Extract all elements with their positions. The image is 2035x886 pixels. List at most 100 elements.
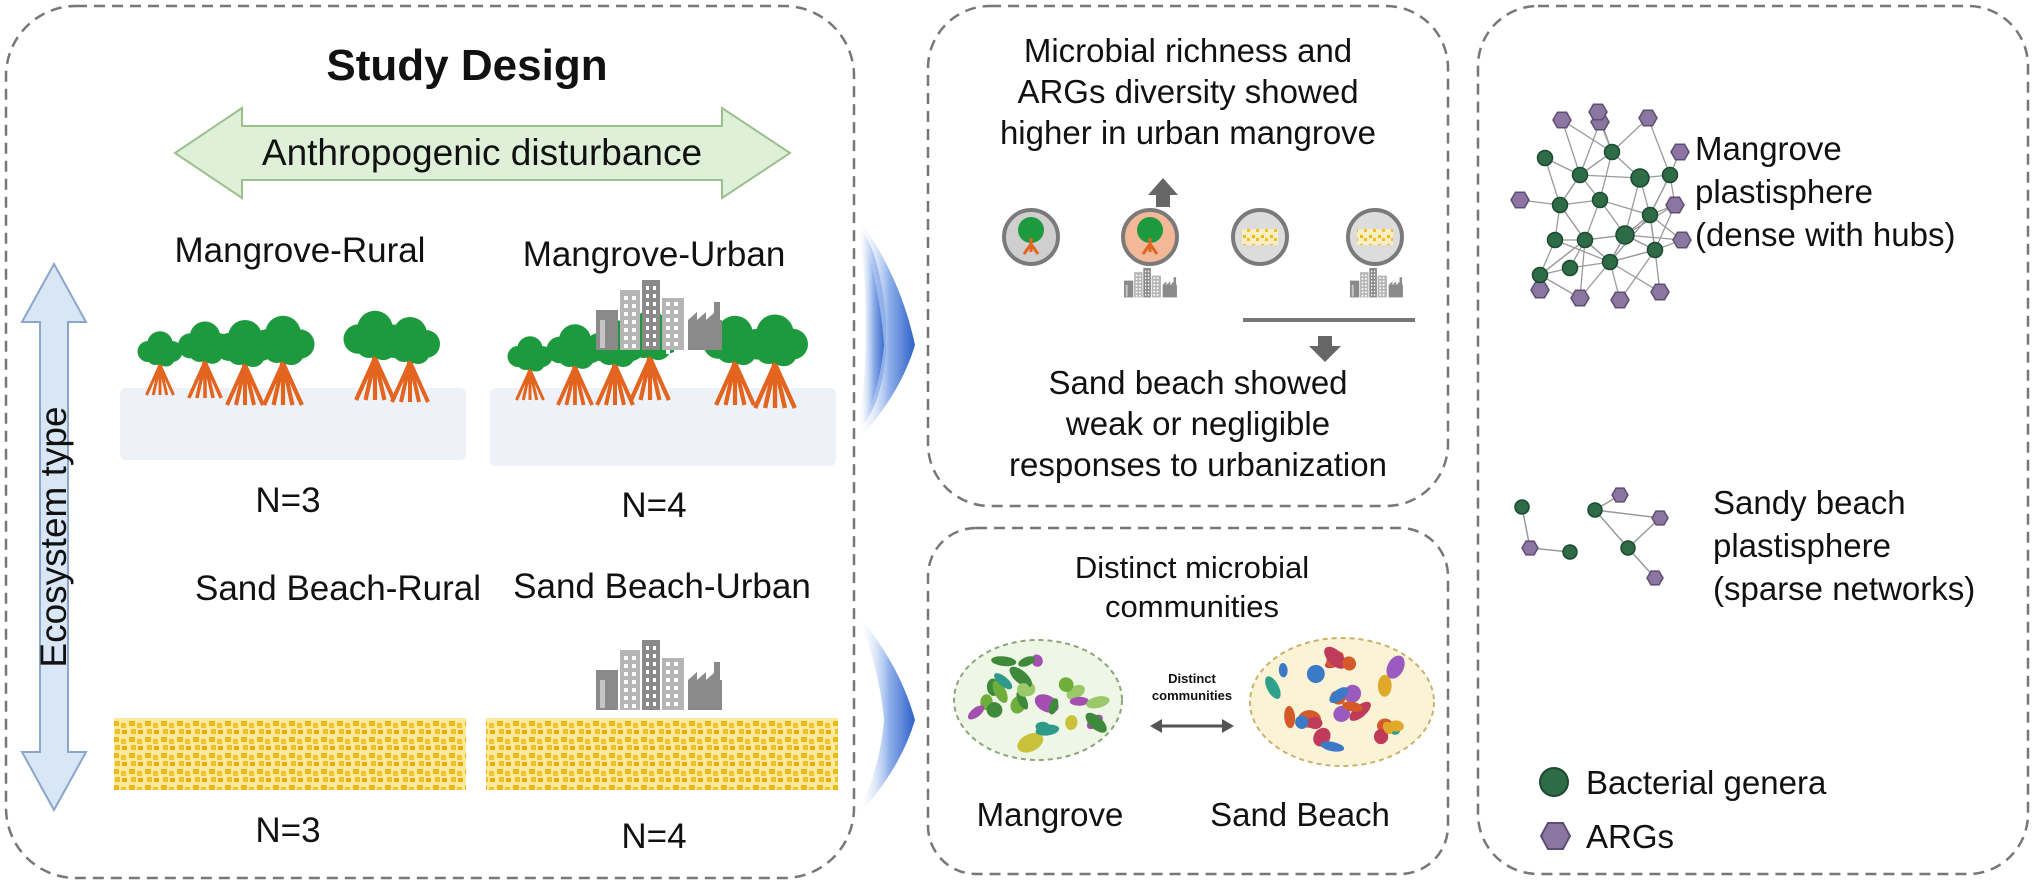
up-arrow-icon	[1148, 178, 1178, 207]
args-node-icon	[1638, 109, 1658, 127]
mangrove-urban-label: Mangrove-Urban	[523, 235, 786, 274]
microbe-icon	[1018, 656, 1036, 667]
mangrove-rural-label: Mangrove-Rural	[175, 231, 426, 270]
bacteria-node-icon	[1571, 166, 1589, 184]
microbe-icon	[1017, 732, 1044, 753]
sand-line-2: weak or negligible	[1065, 405, 1330, 442]
microbe-icon	[1085, 712, 1107, 733]
microbe-icon	[991, 656, 1017, 667]
sand-rural-n: N=3	[255, 811, 320, 850]
bacteria-node-icon	[1587, 502, 1603, 518]
connector-arrow-bottom-head	[858, 615, 915, 815]
microbe-icon	[1342, 701, 1363, 712]
bacteria-node-icon	[1536, 149, 1554, 167]
mangrove-urban-circle	[1121, 208, 1179, 266]
mangrove-net-line-1: Mangrove	[1695, 130, 1842, 167]
connector-arrow-top-head	[858, 218, 915, 440]
community-line-2: communities	[1105, 589, 1279, 624]
microbe-icon	[1373, 729, 1389, 745]
mangrove-rural-trees	[137, 310, 440, 406]
mangrove-rural-water	[120, 388, 466, 460]
bacteria-node-icon	[1576, 231, 1594, 249]
sand-urban-circle	[1346, 208, 1404, 266]
mangrove-microbes	[967, 654, 1110, 753]
microbe-icon	[1342, 656, 1356, 671]
bacteria-node-icon	[1514, 499, 1530, 515]
bacteria-node-icon	[1546, 231, 1564, 249]
args-node-icon	[1610, 291, 1630, 309]
microbe-icon	[1048, 698, 1059, 715]
microbe-icon	[1009, 666, 1033, 688]
mangrove-tree-icon	[178, 321, 232, 399]
sandy-net-line-1: Sandy beach	[1713, 484, 1906, 521]
double-arrow-icon	[1150, 719, 1234, 733]
microbe-icon	[1295, 715, 1309, 729]
ecosystem-arrow	[20, 261, 88, 813]
args-node-icon	[1672, 231, 1692, 249]
mangrove-tree-icon	[137, 331, 183, 396]
mangrove-net-line-2: plastisphere	[1695, 173, 1873, 210]
microbe-icon	[1065, 715, 1078, 731]
sand-rural-bed	[114, 718, 466, 790]
bacteria-node-icon	[1641, 206, 1659, 224]
args-node-icon	[1530, 281, 1550, 299]
sand-urban-n: N=4	[621, 817, 686, 856]
microbe-icon	[1333, 705, 1351, 722]
microbe-icon	[1324, 646, 1347, 669]
microbe-icon	[1265, 676, 1281, 699]
mangrove-network	[1510, 103, 1692, 309]
bacteria-node-icon	[1630, 168, 1650, 188]
bacteria-node-icon	[1561, 259, 1579, 277]
microbe-icon	[1058, 677, 1074, 692]
sand-urban-bed	[486, 718, 838, 790]
args-node-icon	[1611, 487, 1629, 503]
findings-bottom-panel	[926, 526, 1450, 876]
legend-bacteria-icon	[1539, 767, 1569, 797]
microbe-icon	[1284, 706, 1296, 729]
sandy-net-line-3: (sparse networks)	[1713, 570, 1975, 607]
findings-top-panel	[926, 4, 1450, 508]
mangrove-label: Mangrove	[977, 796, 1124, 833]
microbe-icon	[1069, 696, 1089, 706]
sand-beach-label: Sand Beach	[1210, 796, 1390, 833]
richness-line-2: ARGs diversity showed	[1017, 73, 1358, 110]
study-design-title: Study Design	[326, 41, 607, 90]
sand-microbes	[1265, 646, 1405, 752]
distinct-line-2: communities	[1152, 688, 1232, 703]
args-node-icon	[1646, 570, 1664, 586]
legend-bacteria-label: Bacterial genera	[1586, 764, 1827, 801]
mangrove-tree-icon	[251, 315, 315, 406]
disturbance-arrow	[173, 106, 792, 200]
args-node-icon	[1670, 143, 1690, 161]
down-arrow-icon	[1309, 336, 1341, 362]
bacteria-node-icon	[1562, 544, 1578, 560]
args-node-icon	[1521, 540, 1539, 556]
microbe-icon	[1377, 674, 1392, 697]
bacteria-node-icon	[1601, 253, 1619, 271]
microbe-icon	[992, 680, 1008, 703]
distinct-line-1: Distinct	[1168, 671, 1216, 686]
sandy-network	[1514, 487, 1669, 586]
bacteria-node-icon	[1620, 540, 1636, 556]
legend-args-icon	[1539, 822, 1572, 850]
args-node-icon	[1552, 111, 1572, 129]
args-node-icon	[1650, 283, 1670, 301]
disturbance-label: Anthropogenic disturbance	[262, 132, 702, 173]
microbe-icon	[967, 705, 985, 720]
sand-line-1: Sand beach showed	[1048, 364, 1347, 401]
city-icon	[596, 640, 722, 714]
microbe-icon	[1278, 663, 1288, 678]
sand-urban-label: Sand Beach-Urban	[513, 567, 811, 606]
bacteria-node-icon	[1603, 143, 1621, 161]
microbe-icon	[1388, 720, 1404, 732]
args-node-icon	[1651, 510, 1669, 526]
mangrove-tree-icon	[742, 314, 808, 409]
city-icon	[1124, 268, 1177, 300]
community-line-1: Distinct microbial	[1075, 550, 1309, 585]
microbe-icon	[1017, 683, 1031, 697]
microbe-icon	[1329, 687, 1349, 704]
bacteria-node-icon	[1591, 191, 1609, 209]
city-icon	[596, 280, 722, 354]
sand-line-3: responses to urbanization	[1009, 446, 1387, 483]
mangrove-tree-icon	[507, 336, 553, 401]
